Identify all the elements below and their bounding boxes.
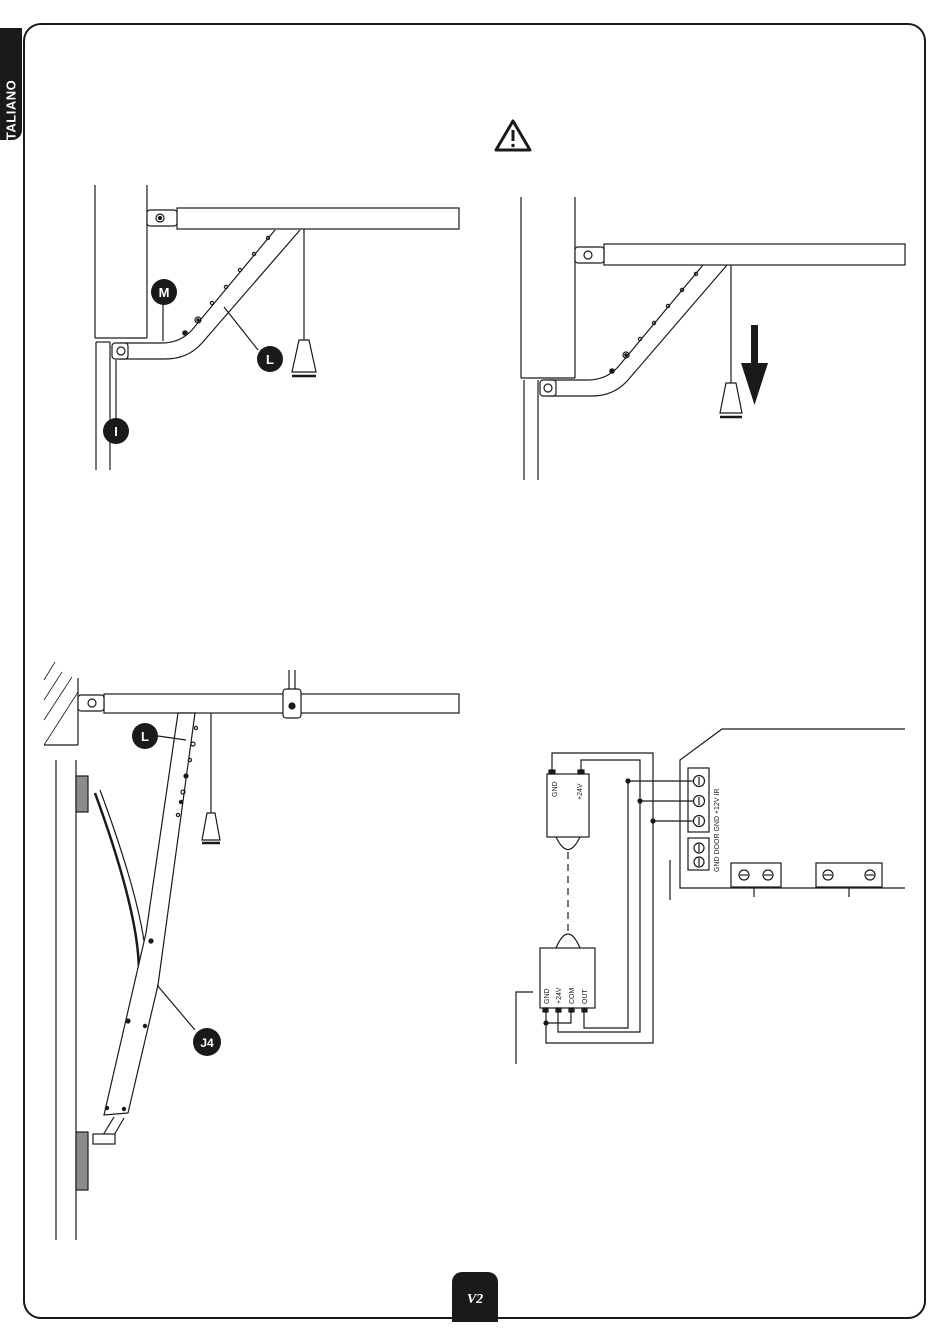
transmitter-pin bbox=[582, 1008, 587, 1012]
receiver-pin bbox=[549, 770, 555, 774]
arm-hole bbox=[610, 369, 614, 373]
figure-arm-assembly-labels: M L I bbox=[103, 279, 283, 444]
receiver-terminal-24v: +24V bbox=[577, 783, 584, 800]
wire-junction bbox=[544, 1021, 548, 1025]
transmitter-terminal-out: OUT bbox=[582, 989, 589, 1005]
leader-l bbox=[224, 307, 258, 350]
transmitter-terminal-24v: +24V bbox=[556, 987, 563, 1004]
release-handle bbox=[202, 813, 220, 840]
wire-junction bbox=[651, 819, 655, 823]
label-j4: J4 bbox=[200, 1036, 214, 1050]
label-l: L bbox=[141, 729, 149, 744]
rail-pivot-pin bbox=[159, 217, 162, 220]
hatch bbox=[44, 692, 78, 745]
receiver-pin bbox=[578, 770, 584, 774]
brand-logo-tab: V2 bbox=[452, 1272, 498, 1322]
door-arc-bracket bbox=[100, 790, 147, 983]
label-l: L bbox=[266, 352, 274, 367]
arm-hole bbox=[122, 1107, 125, 1110]
pull-down-arrow-icon bbox=[741, 325, 768, 405]
opener-rail bbox=[177, 208, 459, 229]
arm-hole bbox=[625, 354, 627, 356]
arm-hole bbox=[105, 1106, 108, 1109]
transmitter-pin bbox=[543, 1008, 548, 1012]
door-roller-pad bbox=[76, 1132, 88, 1190]
wire-junction bbox=[626, 779, 630, 783]
figure-photocell-wiring bbox=[516, 729, 905, 1064]
door-roller-pad bbox=[76, 776, 88, 812]
transmitter-pin bbox=[569, 1008, 574, 1012]
transmitter-pin bbox=[556, 1008, 561, 1012]
board-terminal-labels: GND DOOR GND +12V IR bbox=[714, 789, 721, 872]
curved-arm-outline bbox=[548, 265, 703, 380]
label-m: M bbox=[159, 285, 170, 300]
opener-rail bbox=[604, 244, 905, 265]
transmitter-terminal-gnd: GND bbox=[544, 988, 551, 1004]
hatch bbox=[44, 662, 55, 680]
receiver-lens bbox=[556, 837, 580, 850]
arm-hole bbox=[224, 285, 227, 288]
label-i: I bbox=[114, 424, 118, 439]
figure-arm-assembly bbox=[95, 185, 459, 470]
arm-hole bbox=[188, 758, 191, 761]
arm-hole bbox=[179, 800, 182, 803]
figure-sectional-door bbox=[44, 662, 459, 1240]
leader-j4 bbox=[157, 985, 195, 1030]
arm-hole bbox=[149, 939, 153, 943]
wire-out bbox=[584, 781, 694, 1028]
rail-bracket bbox=[78, 695, 104, 711]
transmitter-lens bbox=[556, 934, 580, 948]
arm-hole bbox=[238, 268, 241, 271]
brand-logo: V2 bbox=[452, 1292, 498, 1308]
hatch bbox=[44, 677, 72, 720]
warning-icon bbox=[496, 121, 530, 150]
straight-arm bbox=[104, 713, 195, 1115]
arm-hole bbox=[183, 331, 187, 335]
arm-hole bbox=[252, 252, 255, 255]
release-handle bbox=[720, 383, 742, 413]
arm-hole bbox=[126, 1019, 130, 1023]
rail-bracket bbox=[575, 247, 604, 263]
figure-manual-release bbox=[521, 197, 905, 480]
arm-hole bbox=[184, 774, 188, 778]
arm-hole bbox=[194, 726, 197, 729]
arm-hole bbox=[197, 319, 199, 321]
arm-hole bbox=[666, 304, 669, 307]
wire-junction bbox=[638, 799, 642, 803]
transmitter-terminal-com: COM bbox=[569, 988, 576, 1005]
rail-clamp-bolt bbox=[289, 703, 295, 709]
opener-rail bbox=[104, 694, 459, 713]
transmitter-mount-line bbox=[516, 992, 533, 1064]
door-bracket bbox=[540, 380, 556, 396]
release-handle bbox=[292, 340, 316, 372]
arm-hole bbox=[143, 1024, 146, 1027]
receiver-terminal-gnd: GND bbox=[552, 781, 559, 797]
arm-hole bbox=[638, 337, 641, 340]
arm-hole bbox=[191, 742, 195, 746]
arm-hole bbox=[210, 301, 213, 304]
arm-foot-plate bbox=[93, 1134, 115, 1144]
